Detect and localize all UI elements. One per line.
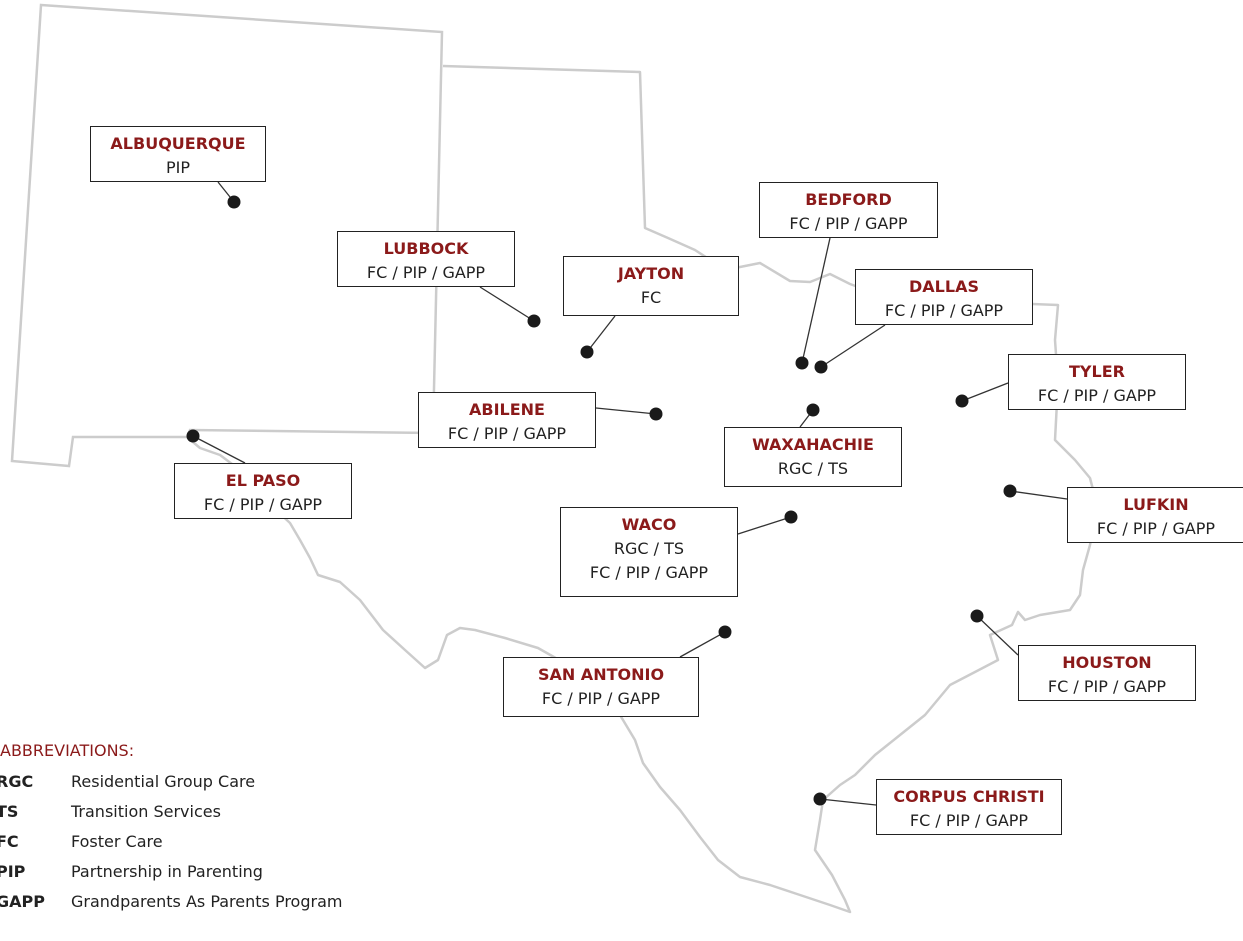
leader-line-tyler <box>961 382 1009 402</box>
location-dot-lufkin[interactable] <box>1003 484 1017 498</box>
leader-line-waco <box>737 516 792 535</box>
legend-row-pip: PIP Partnership in Parenting <box>0 857 342 887</box>
location-label-corpus-christi[interactable]: CORPUS CHRISTI FC / PIP / GAPP <box>876 779 1062 835</box>
location-services: RGC / TS <box>777 459 849 478</box>
location-dot-el-paso[interactable] <box>186 429 200 443</box>
location-services: PIP <box>165 158 190 177</box>
legend-label: Transition Services <box>71 802 221 821</box>
location-label-lubbock[interactable]: LUBBOCK FC / PIP / GAPP <box>337 231 515 287</box>
location-services: FC / PIP / GAPP <box>884 301 1004 320</box>
location-dot-corpus-christi[interactable] <box>813 792 827 806</box>
location-label-tyler[interactable]: TYLER FC / PIP / GAPP <box>1008 354 1186 410</box>
location-label-albuquerque[interactable]: ALBUQUERQUE PIP <box>90 126 266 182</box>
location-name: TYLER <box>1069 362 1125 381</box>
location-dot-dallas[interactable] <box>814 360 828 374</box>
legend-row-gapp: GAPP Grandparents As Parents Program <box>0 887 342 917</box>
location-dot-jayton[interactable] <box>580 345 594 359</box>
location-name: EL PASO <box>225 471 301 490</box>
location-dot-albuquerque[interactable] <box>227 195 241 209</box>
location-services: FC / PIP / GAPP <box>203 495 323 514</box>
location-services: FC / PIP / GAPP <box>447 424 567 443</box>
leader-line-corpus-christi <box>819 798 877 806</box>
location-dot-houston[interactable] <box>970 609 984 623</box>
legend-abbr: RGC <box>0 772 34 791</box>
legend-abbr: PIP <box>0 862 26 881</box>
location-name: LUBBOCK <box>383 239 469 258</box>
location-label-abilene[interactable]: ABILENE FC / PIP / GAPP <box>418 392 596 448</box>
leader-line-lubbock <box>479 286 535 322</box>
location-services: RGC / TS <box>613 539 685 558</box>
location-services: FC / PIP / GAPP <box>789 214 908 233</box>
location-dot-bedford[interactable] <box>795 356 809 370</box>
leader-line-san-antonio <box>679 631 726 658</box>
location-dot-lubbock[interactable] <box>527 314 541 328</box>
leader-line-dallas <box>820 324 886 368</box>
leader-lines <box>192 181 1068 806</box>
location-services: FC / PIP / GAPP <box>1037 386 1157 405</box>
location-name: DALLAS <box>909 277 979 296</box>
legend-label: Partnership in Parenting <box>71 862 263 881</box>
location-services: FC / PIP / GAPP <box>366 263 486 282</box>
location-services: FC / PIP / GAPP <box>1096 519 1216 538</box>
location-label-houston[interactable]: HOUSTON FC / PIP / GAPP <box>1018 645 1196 701</box>
leader-line-jayton <box>586 315 616 353</box>
location-name: LUFKIN <box>1123 495 1189 514</box>
location-dot-abilene[interactable] <box>649 407 663 421</box>
location-name: JAYTON <box>617 264 685 283</box>
location-label-lufkin[interactable]: LUFKIN FC / PIP / GAPP <box>1067 487 1243 543</box>
location-name: BEDFORD <box>805 190 892 209</box>
legend-abbr: FC <box>0 832 19 851</box>
legend-title: ABBREVIATIONS: <box>0 741 135 760</box>
location-label-jayton[interactable]: JAYTON FC <box>563 256 739 316</box>
location-dots <box>186 195 1017 806</box>
location-label-san-antonio[interactable]: SAN ANTONIO FC / PIP / GAPP <box>503 657 699 717</box>
location-dot-tyler[interactable] <box>955 394 969 408</box>
leader-line-lufkin <box>1009 490 1068 500</box>
legend-label: Grandparents As Parents Program <box>71 892 343 911</box>
location-label-dallas[interactable]: DALLAS FC / PIP / GAPP <box>855 269 1033 325</box>
leader-line-bedford <box>801 237 831 364</box>
location-services: FC / PIP / GAPP <box>909 811 1029 830</box>
location-name: ALBUQUERQUE <box>110 134 246 153</box>
legend-row-rgc: RGC Residential Group Care <box>0 767 342 797</box>
leader-line-abilene <box>595 407 657 415</box>
location-services: FC / PIP / GAPP <box>589 563 709 582</box>
location-name: HOUSTON <box>1062 653 1152 672</box>
location-label-waco[interactable]: WACO RGC / TS FC / PIP / GAPP <box>560 507 738 597</box>
legend-abbr: GAPP <box>0 892 45 911</box>
location-name: SAN ANTONIO <box>537 665 665 684</box>
location-services: FC / PIP / GAPP <box>1047 677 1167 696</box>
location-name: ABILENE <box>469 400 545 419</box>
location-dot-waxahachie[interactable] <box>806 403 820 417</box>
leader-line-houston <box>976 615 1019 656</box>
legend-label: Residential Group Care <box>71 772 256 791</box>
legend-label: Foster Care <box>71 832 163 851</box>
legend-row-ts: TS Transition Services <box>0 797 342 827</box>
leader-line-el-paso <box>192 435 246 464</box>
location-dot-san-antonio[interactable] <box>718 625 732 639</box>
location-dot-waco[interactable] <box>784 510 798 524</box>
legend-abbr: TS <box>0 802 19 821</box>
location-name: CORPUS CHRISTI <box>893 787 1045 806</box>
location-label-el-paso[interactable]: EL PASO FC / PIP / GAPP <box>174 463 352 519</box>
location-services: FC / PIP / GAPP <box>541 689 661 708</box>
location-name: WAXAHACHIE <box>752 435 874 454</box>
location-label-waxahachie[interactable]: WAXAHACHIE RGC / TS <box>724 427 902 487</box>
location-name: WACO <box>621 515 677 534</box>
abbreviations-legend: ABBREVIATIONS: RGC Residential Group Car… <box>0 741 342 917</box>
location-services: FC <box>640 288 662 307</box>
location-label-bedford[interactable]: BEDFORD FC / PIP / GAPP <box>759 182 938 238</box>
legend-row-fc: FC Foster Care <box>0 827 342 857</box>
